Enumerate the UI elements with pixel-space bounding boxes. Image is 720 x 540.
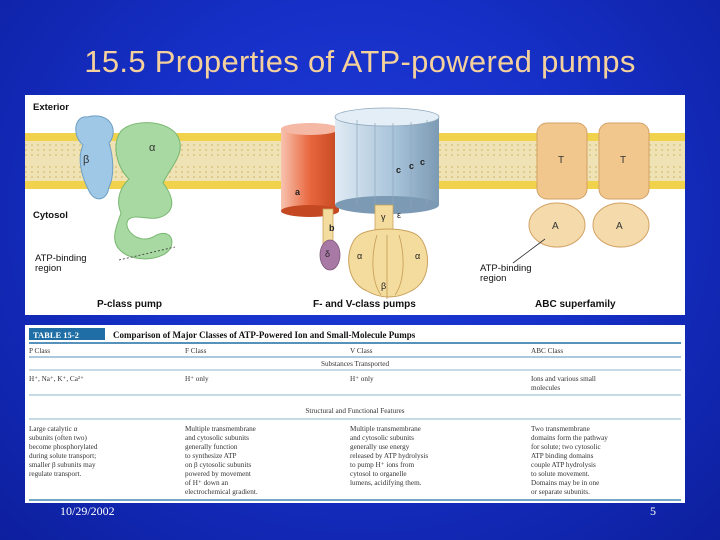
table-title: Comparison of Major Classes of ATP-Power… (113, 330, 416, 340)
atp-binding-left-pointer (118, 246, 176, 261)
feature-line: Two transmembrane (531, 425, 590, 433)
feature-line: ATP binding domains (531, 452, 594, 460)
transported-p-class: H⁺, Na⁺, K⁺, Ca²⁺ (29, 375, 84, 383)
feature-line: electrochemical gradient. (185, 488, 258, 496)
feature-line: become phosphorylated (29, 443, 98, 451)
col-header-v-class: V Class (350, 347, 373, 355)
f-alpha-label-1: α (357, 251, 362, 261)
atp-binding-right-label-2: region (480, 273, 506, 284)
slide-date: 10/29/2002 (60, 504, 115, 518)
abc-t-label-1: T (558, 155, 564, 166)
feature-line: to solute movement. (531, 470, 590, 478)
section-substances-transported: Substances Transported (321, 360, 389, 368)
p-alpha-label: α (149, 142, 156, 154)
f-alpha-label-2: α (415, 251, 420, 261)
f-gamma-label: γ (381, 212, 386, 222)
feature-line: lumens, acidifying them. (350, 479, 422, 487)
f-c-ring (335, 117, 439, 205)
feature-line: or separate subunits. (531, 488, 590, 496)
f-epsilon-label: ε (397, 210, 401, 220)
f-c-label-3: c (420, 157, 425, 167)
col-header-p-class: P Class (29, 347, 50, 355)
slide-title: 15.5 Properties of ATP-powered pumps (84, 44, 636, 79)
col-header-f-class: F Class (185, 347, 207, 355)
feature-line: cytosol to organelle (350, 470, 407, 478)
atp-binding-right-label-1: ATP-binding (480, 263, 532, 274)
comparison-table: TABLE 15-2 Comparison of Major Classes o… (25, 325, 685, 503)
feature-line: during solute transport; (29, 452, 96, 460)
feature-line: subunits (often two) (29, 434, 87, 442)
abc-a-domain-2 (592, 202, 650, 248)
abc-t-label-2: T (620, 155, 626, 166)
slide-number: 5 (650, 504, 656, 518)
feature-line: released by ATP hydrolysis (350, 452, 428, 460)
feature-line: generally use energy (350, 443, 410, 451)
atp-binding-left-label-1: ATP-binding (35, 253, 87, 264)
section-structural-features: Structural and Functional Features (305, 407, 404, 415)
col-header-abc-class: ABC Class (531, 347, 563, 355)
pump-diagram-svg: Exterior Cytosol β α ATP-binding region (25, 102, 685, 310)
feature-line: to pump H⁺ ions from (350, 461, 414, 469)
feature-line: of H⁺ down an (185, 479, 229, 487)
abc-t-domain-2 (598, 122, 650, 200)
f-beta-label: β (381, 281, 386, 291)
p-class-pump: β α (75, 115, 181, 260)
features-abc-class: Two transmembrane domains form the pathw… (531, 425, 608, 496)
feature-line: Large catalytic α (29, 425, 78, 433)
feature-line: Domains may be in one (531, 479, 599, 487)
feature-line: regulate transport. (29, 470, 81, 478)
f-a-subunit (281, 129, 339, 211)
feature-line: and cytosolic subunits (185, 434, 249, 442)
atp-binding-left-label-2: region (35, 263, 61, 274)
pump-diagram: Exterior Cytosol β α ATP-binding region (25, 95, 685, 315)
transported-abc-class-2: molecules (531, 384, 560, 392)
f-delta-subunit (319, 239, 341, 271)
feature-line: on β cytosolic subunits (185, 461, 251, 469)
f-c-label-2: c (409, 161, 414, 171)
features-f-class: Multiple transmembrane and cytosolic sub… (185, 425, 258, 496)
transported-v-class: H⁺ only (350, 375, 374, 383)
table-label-box (29, 328, 105, 340)
p-class-caption: P-class pump (97, 299, 162, 310)
feature-line: powered by movement (185, 470, 251, 478)
p-beta-subunit (75, 115, 114, 200)
feature-line: couple ATP hydrolysis (531, 461, 596, 469)
feature-line: Multiple transmembrane (185, 425, 256, 433)
p-alpha-subunit (114, 122, 181, 260)
p-beta-label: β (83, 154, 89, 166)
abc-transporter: T T A A (528, 122, 650, 248)
feature-line: and cytosolic subunits (350, 434, 414, 442)
exterior-label: Exterior (33, 102, 69, 113)
f-c-label-1: c (396, 165, 401, 175)
transported-abc-class-1: Ions and various small (531, 375, 596, 383)
f-b-label: b (329, 223, 335, 233)
feature-line: smaller β subunits may (29, 461, 96, 469)
abc-a-label-1: A (552, 221, 559, 232)
transported-f-class: H⁺ only (185, 375, 209, 383)
features-p-class: Large catalytic α subunits (often two) b… (29, 425, 98, 478)
fv-class-caption: F- and V-class pumps (313, 299, 416, 310)
f-head (348, 228, 429, 298)
fv-class-pump: a c c c b γ ε δ α α β (281, 107, 440, 299)
cytosol-label: Cytosol (33, 210, 68, 221)
feature-line: Multiple transmembrane (350, 425, 421, 433)
comparison-table-svg: TABLE 15-2 Comparison of Major Classes o… (29, 328, 681, 501)
feature-line: for solute; two cytosolic (531, 443, 601, 451)
feature-line: generally function (185, 443, 238, 451)
f-a-label: a (295, 187, 301, 197)
abc-a-domain-1 (528, 202, 586, 248)
feature-line: domains form the pathway (531, 434, 608, 442)
abc-a-label-2: A (616, 221, 623, 232)
features-v-class: Multiple transmembrane and cytosolic sub… (350, 425, 428, 487)
table-label: TABLE 15-2 (33, 330, 79, 340)
abc-caption: ABC superfamily (535, 299, 616, 310)
abc-t-domain-1 (536, 122, 588, 200)
atp-binding-right-pointer (512, 238, 546, 264)
feature-line: to synthesize ATP (185, 452, 237, 460)
f-delta-label: δ (325, 249, 330, 259)
